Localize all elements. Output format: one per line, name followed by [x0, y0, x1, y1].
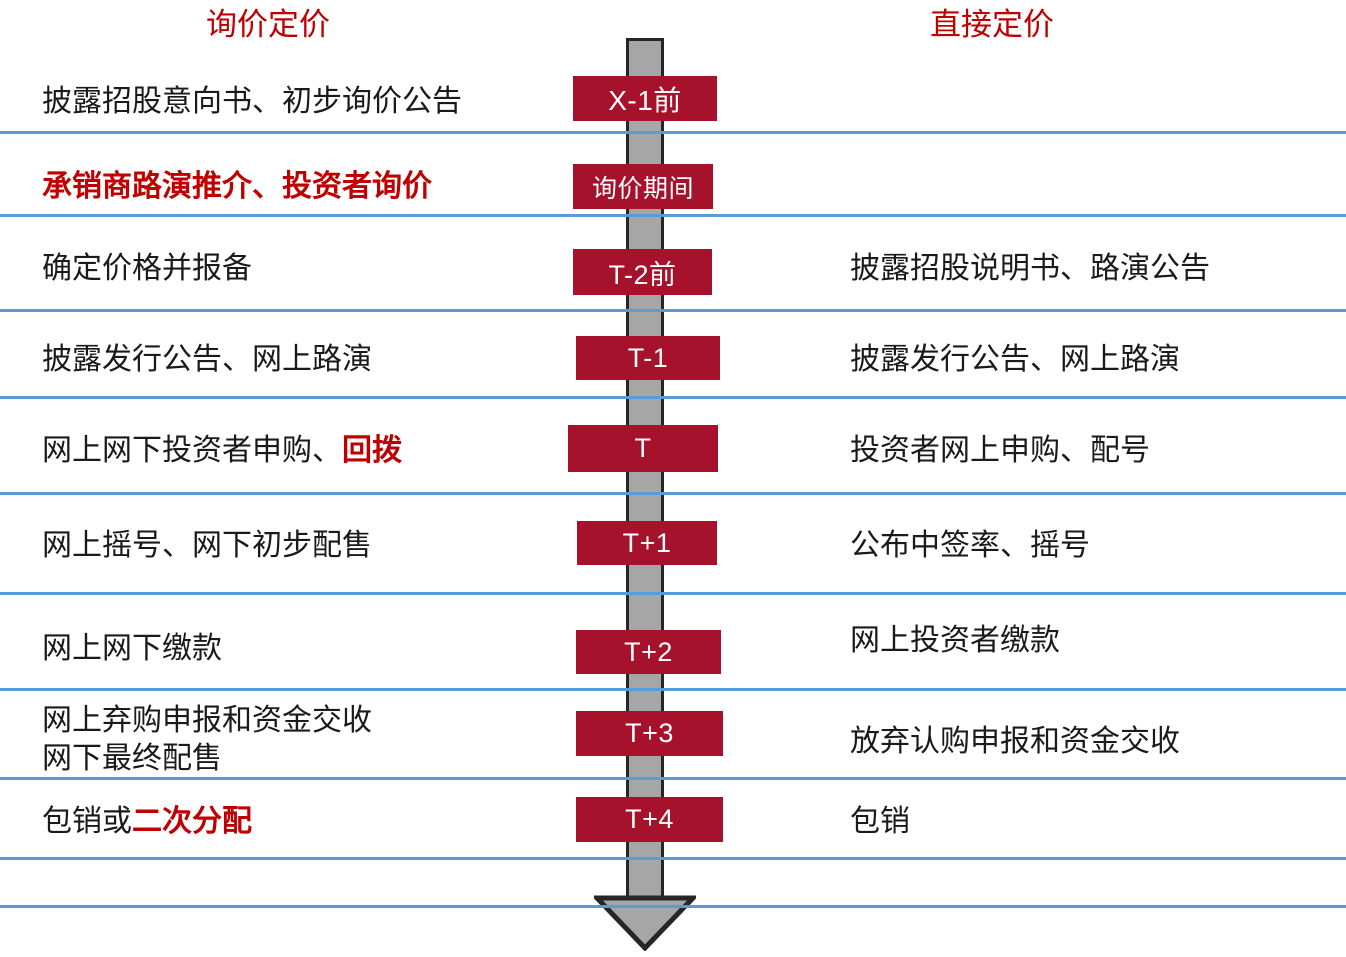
milestone-chip: 询价期间: [573, 164, 713, 209]
down-arrow-icon: [594, 895, 696, 951]
divider-line: [0, 905, 1346, 908]
milestone-label-right: 网上投资者缴款: [850, 624, 1060, 657]
milestone-label-left-prefix: 包销或: [42, 805, 132, 838]
timeline-shaft-cap: [626, 38, 664, 41]
milestone-label-left: 披露招股意向书、初步询价公告: [42, 85, 462, 118]
column-header-right: 直接定价: [930, 7, 1054, 42]
milestone-label-right: 公布中签率、摇号: [850, 529, 1090, 562]
milestone-chip: T+1: [577, 521, 717, 565]
divider-line: [0, 309, 1346, 312]
milestone-label-left: 网上网下缴款: [42, 632, 222, 665]
milestone-label-left-emphasis: 二次分配: [132, 805, 252, 838]
divider-line: [0, 214, 1346, 217]
milestone-label-left: 确定价格并报备: [42, 252, 252, 285]
milestone-label-left: 网上摇号、网下初步配售: [42, 529, 372, 562]
milestone-label-left-line1: 网上弃购申报和资金交收: [42, 704, 372, 737]
milestone-chip: T+2: [576, 630, 721, 674]
column-header-left: 询价定价: [206, 7, 330, 42]
milestone-label-left: 披露发行公告、网上路演: [42, 343, 372, 376]
milestone-label-right: 投资者网上申购、配号: [850, 434, 1150, 467]
milestone-label-left: 包销或二次分配: [42, 803, 252, 841]
milestone-label-left-line2: 网下最终配售: [42, 741, 222, 775]
milestone-chip: T+4: [576, 797, 723, 842]
milestone-label-right: 披露发行公告、网上路演: [850, 343, 1180, 376]
milestone-chip: T-2前: [573, 249, 712, 295]
divider-line: [0, 857, 1346, 860]
milestone-chip: T: [568, 425, 718, 472]
divider-line: [0, 592, 1346, 595]
milestone-chip: X-1前: [573, 76, 717, 121]
milestone-label-left: 承销商路演推介、投资者询价: [42, 170, 432, 203]
divider-line: [0, 396, 1346, 399]
milestone-label-right: 披露招股说明书、路演公告: [850, 252, 1210, 285]
divider-line: [0, 492, 1346, 495]
divider-line: [0, 131, 1346, 134]
milestone-label-left: 网上网下投资者申购、回拨: [42, 432, 402, 470]
milestone-label-left-emphasis: 回拨: [342, 434, 402, 467]
milestone-label-right: 放弃认购申报和资金交收: [850, 725, 1180, 758]
divider-line: [0, 777, 1346, 780]
milestone-chip: T+3: [576, 711, 723, 756]
milestone-chip: T-1: [576, 336, 720, 380]
milestone-label-left: 网上弃购申报和资金交收 网下最终配售: [42, 702, 372, 777]
divider-line: [0, 688, 1346, 691]
milestone-label-left-prefix: 网上网下投资者申购、: [42, 434, 342, 467]
milestone-label-right: 包销: [850, 805, 910, 838]
